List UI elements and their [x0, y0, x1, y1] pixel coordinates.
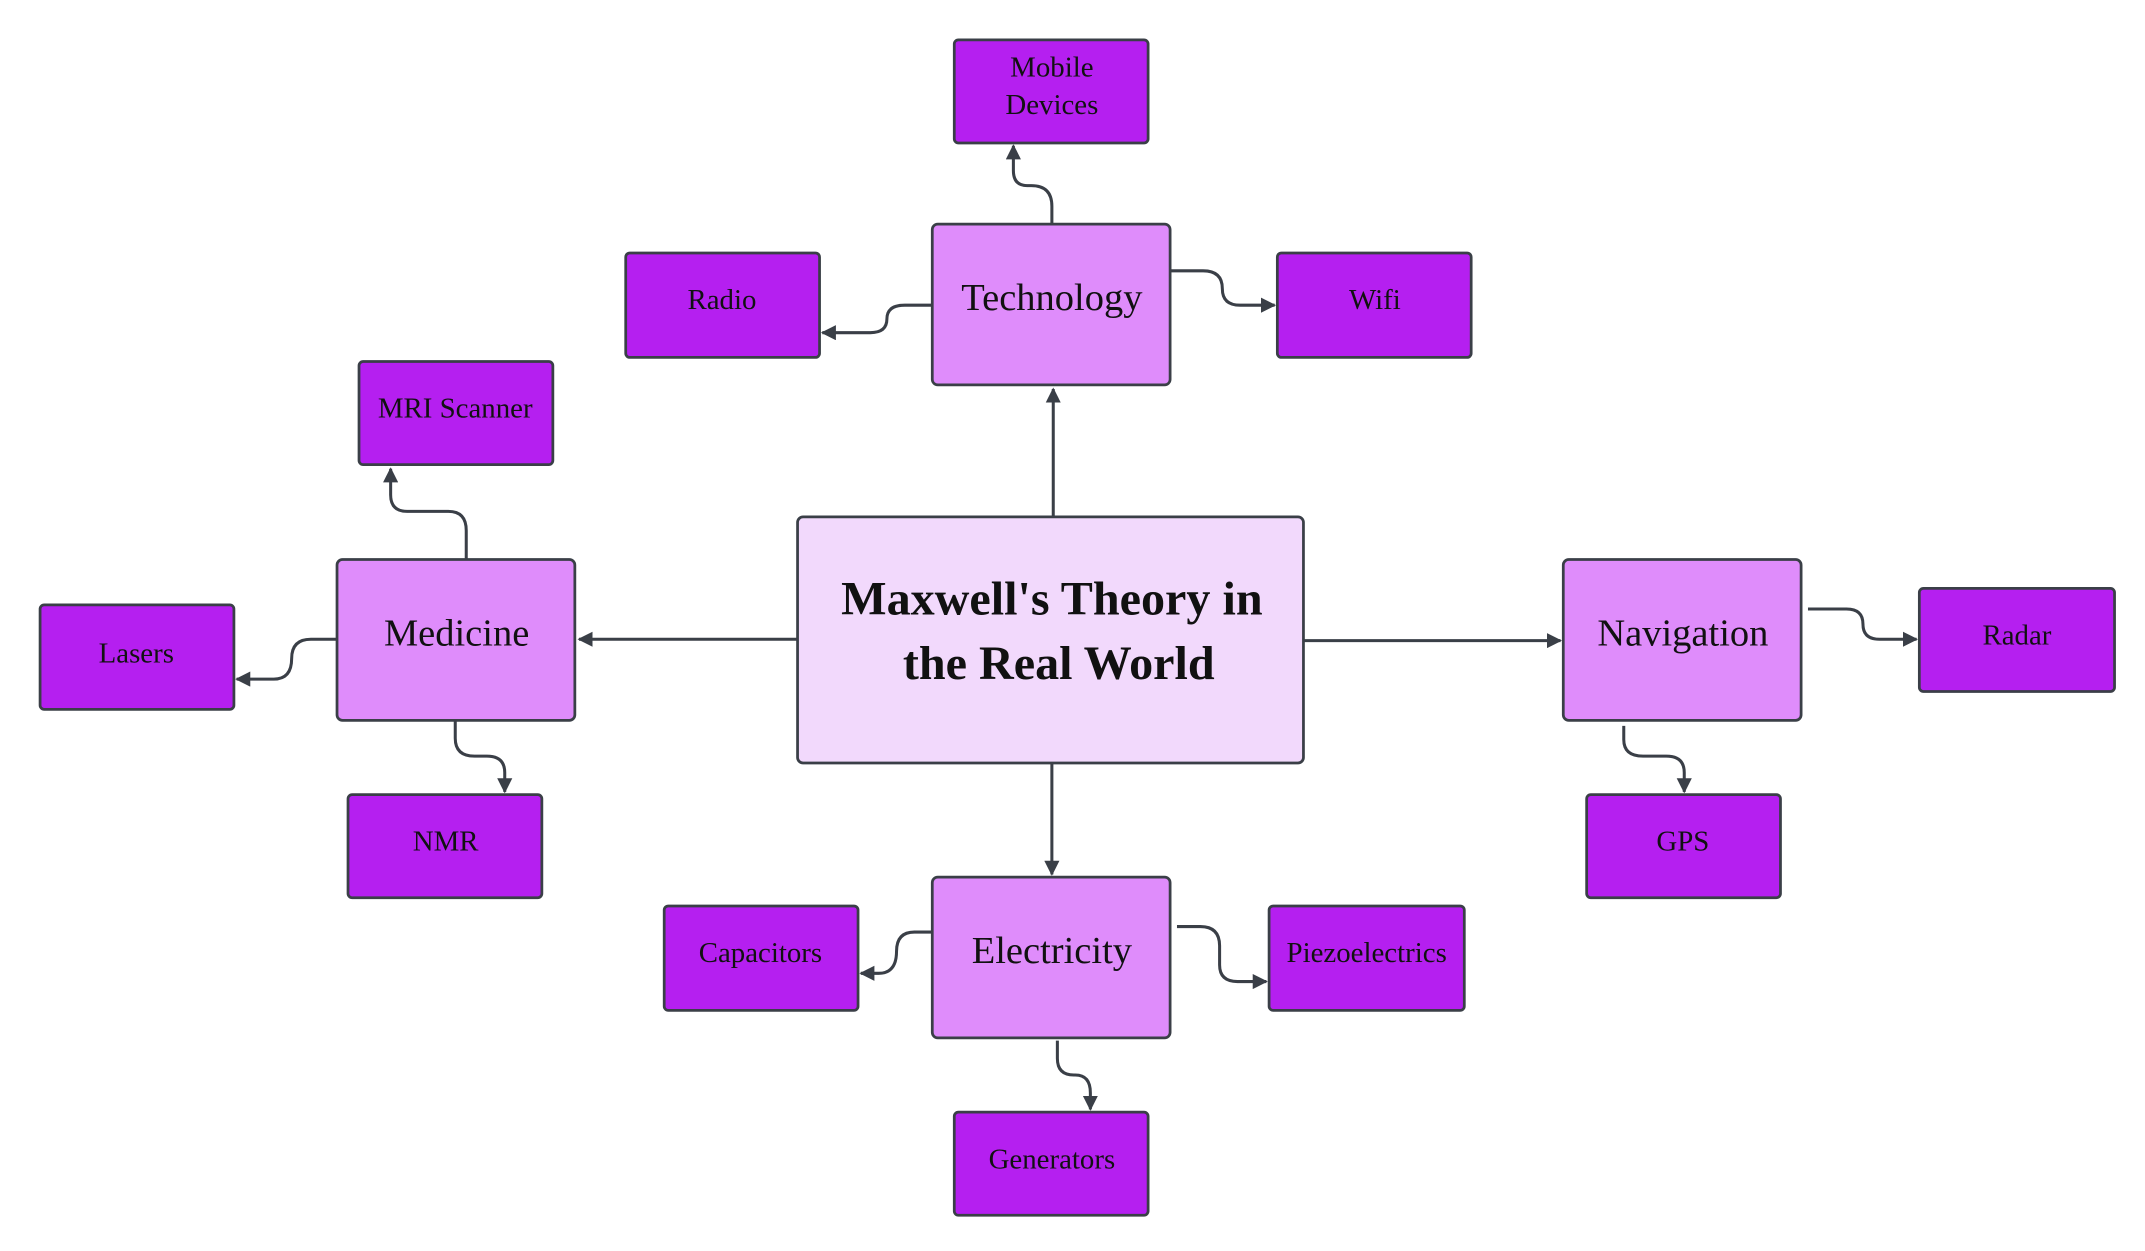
lasers-label: Lasers: [99, 637, 174, 669]
node-technology[interactable]: Technology: [930, 222, 1172, 387]
edge-technology-mobile: [1005, 144, 1054, 225]
node-navigation[interactable]: Navigation: [1561, 558, 1803, 722]
root-title-line2: the Real World: [903, 637, 1215, 690]
edge-medicine-mri: [383, 467, 468, 560]
navigation-label: Navigation: [1597, 612, 1768, 654]
node-radio[interactable]: Radio: [624, 251, 821, 359]
root-title-line1: Maxwell's Theory in: [841, 573, 1263, 626]
edge-navigation-gps: [1622, 725, 1692, 794]
radio-label: Radio: [687, 284, 756, 316]
root-node[interactable]: Maxwell's Theory in the Real World: [796, 515, 1305, 765]
nmr-label: NMR: [413, 826, 480, 858]
node-generators[interactable]: Generators: [952, 1110, 1150, 1217]
mobile-label-line1: Mobile: [1010, 52, 1093, 84]
edge-medicine-nmr: [453, 720, 513, 794]
node-mobile-devices[interactable]: Mobile Devices: [952, 38, 1150, 145]
medicine-label: Medicine: [384, 612, 529, 654]
gps-label: GPS: [1656, 826, 1709, 858]
radar-label: Radar: [1982, 619, 2051, 651]
edge-technology-radio: [820, 303, 947, 341]
edge-electricity-piezo: [1176, 925, 1268, 990]
node-wifi[interactable]: Wifi: [1275, 251, 1473, 359]
node-capacitors[interactable]: Capacitors: [662, 904, 860, 1012]
node-nmr[interactable]: NMR: [346, 793, 544, 900]
electricity-label: Electricity: [972, 930, 1133, 972]
generators-label: Generators: [989, 1143, 1116, 1175]
mri-label: MRI Scanner: [378, 393, 533, 425]
piezoelectrics-label: Piezoelectrics: [1287, 937, 1447, 969]
edge-electricity-generators: [1055, 1040, 1098, 1111]
node-radar[interactable]: Radar: [1917, 587, 2116, 693]
mobile-label-line2: Devices: [1005, 89, 1098, 121]
node-mri-scanner[interactable]: MRI Scanner: [357, 360, 555, 467]
node-electricity[interactable]: Electricity: [930, 875, 1172, 1040]
connectors: [235, 144, 1919, 1111]
capacitors-label: Capacitors: [699, 937, 822, 969]
edge-medicine-lasers: [235, 637, 351, 687]
node-piezoelectrics[interactable]: Piezoelectrics: [1267, 904, 1466, 1012]
node-gps[interactable]: GPS: [1585, 793, 1782, 900]
edge-navigation-radar: [1807, 607, 1919, 647]
technology-label: Technology: [961, 277, 1143, 319]
edge-electricity-capacitors: [859, 930, 933, 981]
edge-technology-wifi: [1170, 269, 1277, 313]
node-lasers[interactable]: Lasers: [38, 603, 236, 711]
wifi-label: Wifi: [1349, 284, 1401, 316]
node-medicine[interactable]: Medicine: [335, 558, 577, 722]
